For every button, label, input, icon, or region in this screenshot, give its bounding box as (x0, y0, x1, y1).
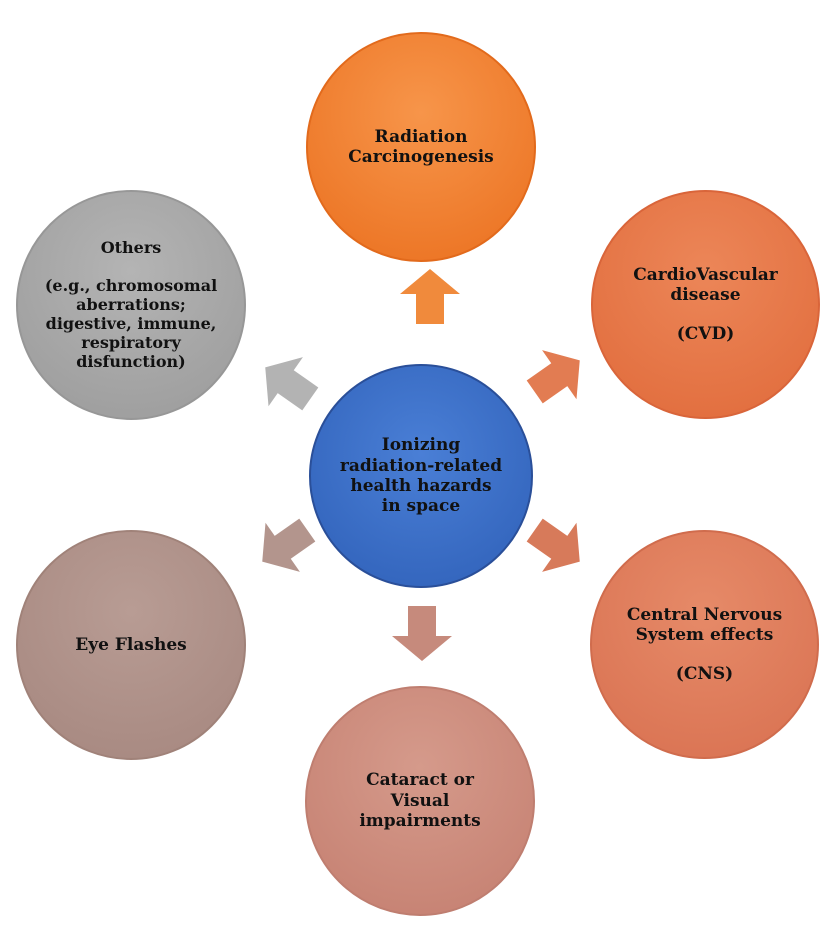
arrow-to-carcinogenesis (400, 269, 460, 324)
node-label-line: (e.g., chromosomal (44, 275, 218, 295)
node-label-line: radiation-related (339, 455, 503, 476)
node-others: Others (e.g., chromosomal aberrations; d… (16, 190, 246, 420)
node-eye-flashes: Eye Flashes (16, 530, 246, 760)
node-label-line: health hazards (350, 476, 492, 496)
node-label-line: CardioVascular (633, 264, 778, 285)
node-label-line: in space (381, 496, 461, 517)
node-label-line: disease (670, 285, 741, 306)
arrow-to-cataract (392, 606, 452, 661)
node-label-line: System effects (635, 625, 774, 646)
node-label-line: Cataract or (366, 770, 474, 791)
node-label-line: respiratory (81, 333, 181, 353)
arrow-to-eye-flashes (262, 518, 316, 572)
node-cardiovascular-disease: CardioVascular disease (CVD) (591, 190, 820, 419)
node-title: Others (100, 238, 162, 258)
node-label-line: disfunction) (76, 352, 186, 372)
node-radiation-carcinogenesis: Radiation Carcinogenesis (306, 32, 536, 262)
node-abbreviation: (CVD) (676, 323, 735, 344)
node-label-line: Visual (390, 790, 450, 811)
arrow-to-cns (526, 518, 580, 572)
node-label-line: Eye Flashes (75, 634, 187, 655)
node-abbreviation: (CNS) (675, 663, 734, 684)
node-label-line: Central Nervous (626, 604, 783, 625)
node-label-line: aberrations; (76, 294, 186, 314)
node-label-line: digestive, immune, (45, 314, 217, 333)
node-cataract-visual-impairments: Cataract or Visual impairments (305, 686, 535, 916)
arrow-to-others (265, 357, 319, 411)
node-central-nervous-system: Central Nervous System effects (CNS) (590, 530, 819, 759)
arrow-to-cvd (526, 350, 580, 404)
node-label-line: Carcinogenesis (348, 147, 494, 167)
node-label-line: Radiation (374, 126, 468, 147)
node-label-line: impairments (359, 811, 481, 832)
node-center-ionizing-radiation: Ionizing radiation-related health hazard… (309, 364, 533, 588)
node-label-line: Ionizing (381, 435, 461, 456)
